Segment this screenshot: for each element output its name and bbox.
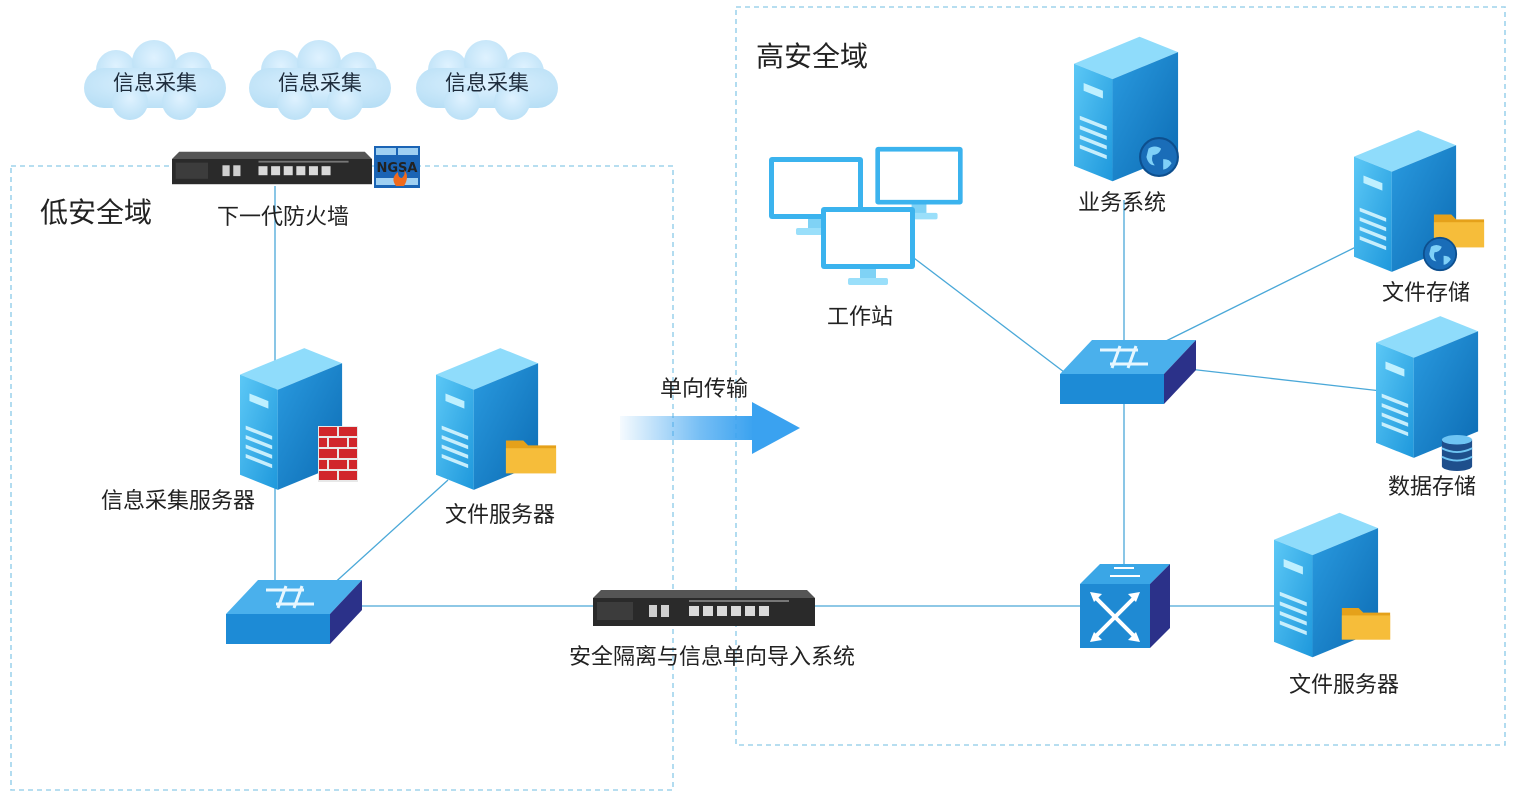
info-collect-server: [240, 348, 358, 490]
isolation-gateway-device: [593, 590, 815, 626]
firewall-device: NGSA: [172, 146, 420, 188]
workstation-label: 工作站: [827, 305, 893, 330]
file-server-low-label: 文件服务器: [445, 503, 555, 528]
file-server-high-label: 文件服务器: [1289, 673, 1399, 698]
cloud-info-collect-2: 信息采集: [249, 40, 391, 120]
transfer-label: 单向传输: [660, 377, 748, 402]
globe-icon: [1139, 137, 1179, 177]
gateway-label: 安全隔离与信息单向导入系统: [569, 645, 855, 670]
low-security-zone: [10, 165, 674, 791]
firewall-brick-icon: [318, 426, 358, 482]
folder-icon: [505, 440, 557, 474]
database-icon: [1440, 434, 1474, 472]
firewall-label: 下一代防火墙: [217, 205, 349, 230]
file-server-high: [1274, 512, 1391, 658]
core-switch-cube: [1080, 564, 1170, 648]
ngsa-badge-icon: NGSA: [374, 146, 420, 188]
one-way-transfer-arrow: [620, 402, 800, 454]
folder-icon: [1341, 608, 1391, 640]
cloud-info-collect-1: 信息采集: [84, 40, 226, 120]
cloud-info-collect-3: 信息采集: [416, 40, 558, 120]
svg-text:NGSA: NGSA: [377, 161, 418, 176]
globe-icon: [1422, 236, 1458, 272]
data-storage-server: [1376, 316, 1479, 472]
low-zone-switch: [226, 580, 362, 644]
monitor-icon: [821, 207, 915, 285]
file-storage-label: 文件存储: [1382, 281, 1470, 306]
business-system-server: [1074, 36, 1179, 182]
data-storage-label: 数据存储: [1388, 475, 1476, 500]
svg-text:信息采集: 信息采集: [113, 71, 197, 95]
high-zone-title: 高安全域: [756, 40, 868, 73]
info-collect-server-label: 信息采集服务器: [101, 489, 255, 514]
svg-text:信息采集: 信息采集: [278, 71, 362, 95]
business-system-label: 业务系统: [1078, 191, 1166, 216]
high-security-zone: [735, 6, 1506, 746]
file-server-low: [436, 348, 557, 490]
svg-text:信息采集: 信息采集: [445, 71, 529, 95]
high-zone-switch: [1060, 340, 1196, 404]
low-zone-title: 低安全域: [40, 196, 152, 229]
file-storage-server: [1354, 130, 1485, 272]
workstation-group: [769, 146, 963, 285]
